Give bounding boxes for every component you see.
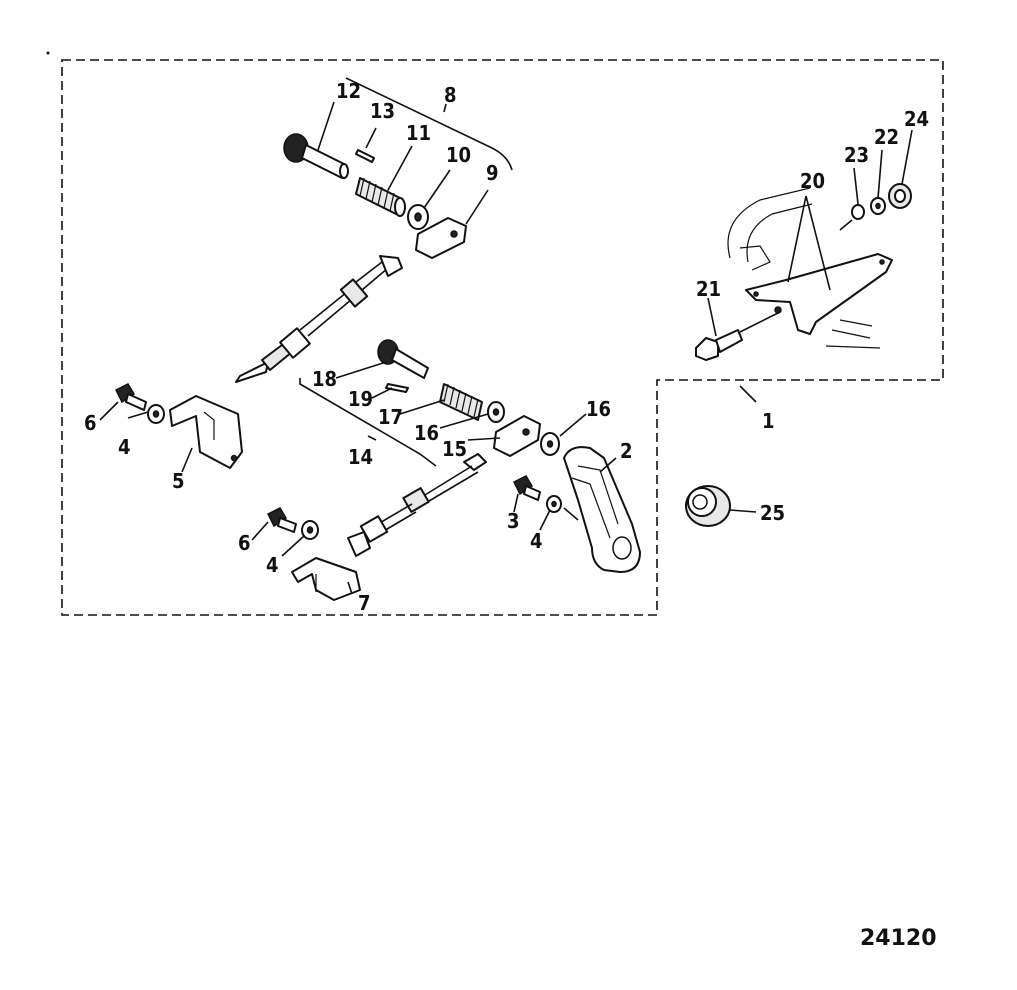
callout-13: 13 xyxy=(370,99,395,123)
callout-5: 5 xyxy=(172,469,185,493)
callout-14: 14 xyxy=(348,445,373,469)
callout-15: 15 xyxy=(442,437,467,461)
callout-21: 21 xyxy=(696,277,721,301)
callout-19: 19 xyxy=(348,387,373,411)
screw-6-lower xyxy=(266,507,297,533)
callout-22: 22 xyxy=(874,125,899,149)
cotter-19 xyxy=(385,383,409,393)
callout-1: 1 xyxy=(762,409,775,433)
callout-17: 17 xyxy=(378,405,403,429)
shift-cable-lower xyxy=(347,453,487,557)
leader-lines xyxy=(99,77,913,595)
clevis-15 xyxy=(493,415,541,457)
callout-6-upper: 6 xyxy=(84,411,97,435)
callout-9: 9 xyxy=(486,161,499,185)
callout-24: 24 xyxy=(904,107,929,131)
washer-16-left xyxy=(487,401,505,423)
bracket-5 xyxy=(169,395,243,469)
kit-boundary-dashed xyxy=(61,59,944,616)
washer-16-right xyxy=(540,432,560,456)
washer-10 xyxy=(407,204,429,230)
screw-3 xyxy=(512,475,541,501)
bracket-7 xyxy=(291,557,361,601)
screw-6-upper xyxy=(114,383,147,411)
washer-4-lever xyxy=(546,495,562,513)
callout-6-lower: 6 xyxy=(238,531,251,555)
callout-3: 3 xyxy=(507,509,520,533)
bracket-20 xyxy=(745,253,893,335)
callout-11: 11 xyxy=(406,121,431,145)
callout-4-lever: 4 xyxy=(530,529,543,553)
callout-labels: 1 2 3 4 4 4 5 6 6 7 8 9 10 11 12 13 14 1… xyxy=(84,79,929,615)
engine-outline xyxy=(727,187,881,349)
grommet-25 xyxy=(685,485,731,527)
washer-4-lower xyxy=(301,520,319,540)
callout-2: 2 xyxy=(620,439,633,463)
callout-10: 10 xyxy=(446,143,471,167)
callout-25: 25 xyxy=(760,501,785,525)
washer-22 xyxy=(870,197,886,215)
bolt-21 xyxy=(695,329,743,361)
washer-23 xyxy=(851,204,865,220)
callout-20: 20 xyxy=(800,169,825,193)
callout-16-left: 16 xyxy=(414,421,439,445)
lever-2 xyxy=(563,446,641,573)
callout-4-upper: 4 xyxy=(118,435,131,459)
nut-24 xyxy=(888,183,912,209)
callout-4-lower: 4 xyxy=(266,553,279,577)
figure-number: 24120 xyxy=(860,926,937,951)
pin-18 xyxy=(377,339,429,379)
spring-11 xyxy=(355,177,406,217)
spring-17 xyxy=(439,383,483,421)
cotter-13 xyxy=(355,149,375,163)
callout-18: 18 xyxy=(312,367,337,391)
throttle-cable-upper xyxy=(235,255,403,383)
pin-12 xyxy=(283,133,349,179)
washer-4-upper xyxy=(147,404,165,424)
callout-16-right: 16 xyxy=(586,397,611,421)
callout-8: 8 xyxy=(444,83,457,107)
clevis-9 xyxy=(415,217,467,259)
callout-12: 12 xyxy=(336,79,361,103)
callout-7: 7 xyxy=(358,591,371,615)
callout-23: 23 xyxy=(844,143,869,167)
